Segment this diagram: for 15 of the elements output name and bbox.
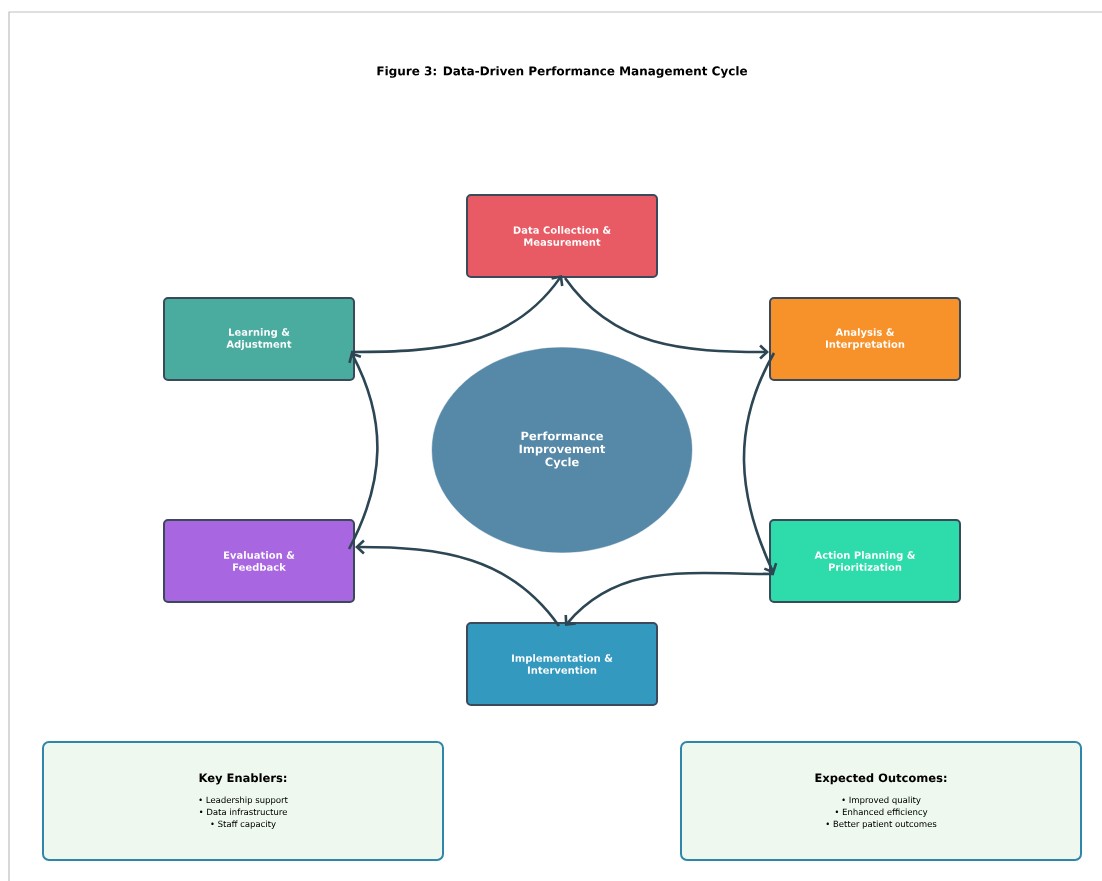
process-box: Evaluation & Feedback: [163, 519, 355, 603]
process-box: Analysis & Interpretation: [769, 297, 961, 381]
arrow: [564, 571, 775, 626]
title: Figure 3: Data-Driven Performance Management Cycle: [377, 66, 748, 78]
process-box: Learning & Adjustment: [163, 297, 355, 381]
process-box: Implementation & Intervention: [466, 622, 658, 706]
info-box: Key Enablers: • Leadership support • Data infrastructure • Staff capacity: [42, 741, 444, 861]
process-box: Action Planning & Prioritization: [769, 519, 961, 603]
info-box: Expected Outcomes: • Improved quality • Enhanced efficiency • Better patient outcomes: [680, 741, 1082, 861]
arrow: [355, 539, 561, 627]
arrow: [351, 275, 564, 354]
arrow: [564, 277, 769, 360]
process-box: Data Collection & Measurement: [466, 194, 658, 278]
arrow: [347, 352, 379, 550]
arrow: [742, 352, 778, 574]
